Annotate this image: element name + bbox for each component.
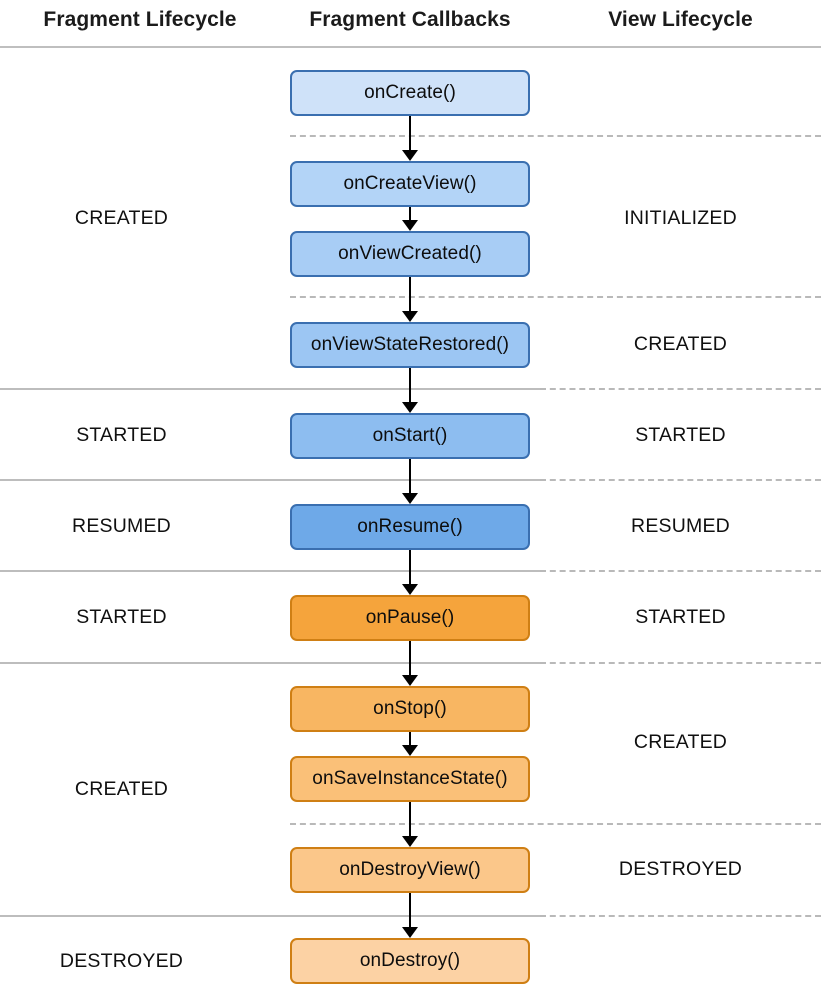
view-state-label: STARTED: [635, 606, 726, 628]
arrow-down-icon: [402, 675, 418, 686]
connector-line: [409, 459, 411, 493]
callback-box-create[interactable]: onViewCreated(): [290, 231, 530, 277]
row-divider-dashed: [540, 662, 821, 664]
connector-line: [409, 277, 411, 311]
row-divider-solid: [0, 915, 540, 917]
view-state-label: CREATED: [633, 333, 728, 355]
row-divider-dashed: [540, 570, 821, 572]
row-divider-solid: [0, 570, 540, 572]
arrow-down-icon: [402, 402, 418, 413]
arrow-down-icon: [402, 493, 418, 504]
fragment-state-label: DESTROYED: [59, 950, 184, 972]
row-divider-dashed: [540, 388, 821, 390]
connector-line: [409, 550, 411, 584]
callback-box-start[interactable]: onStart(): [290, 413, 530, 459]
column-header-fragment-lifecycle: Fragment Lifecycle: [43, 8, 237, 31]
callback-box-create[interactable]: onViewStateRestored(): [290, 322, 530, 368]
row-divider-solid: [0, 388, 540, 390]
arrow-down-icon: [402, 927, 418, 938]
row-divider-dashed: [540, 915, 821, 917]
row-divider-dashed: [540, 479, 821, 481]
fragment-state-label: RESUMED: [72, 515, 171, 537]
column-header-view-lifecycle: View Lifecycle: [608, 8, 753, 31]
row-divider-dashed: [290, 823, 821, 825]
connector-line: [409, 802, 411, 836]
callback-box-create[interactable]: onCreateView(): [290, 161, 530, 207]
fragment-state-label: STARTED: [76, 424, 167, 446]
fragment-state-label: CREATED: [74, 778, 169, 800]
arrow-down-icon: [402, 836, 418, 847]
fragment-state-label: STARTED: [76, 606, 167, 628]
callback-box-resume[interactable]: onResume(): [290, 504, 530, 550]
row-divider-solid: [0, 662, 540, 664]
callback-box-pause[interactable]: onPause(): [290, 595, 530, 641]
arrow-down-icon: [402, 150, 418, 161]
view-state-label: INITIALIZED: [624, 207, 737, 229]
connector-line: [409, 732, 411, 745]
connector-line: [409, 116, 411, 150]
view-state-label: DESTROYED: [618, 858, 743, 880]
connector-line: [409, 207, 411, 220]
column-header-fragment-callbacks: Fragment Callbacks: [309, 8, 511, 31]
row-divider-dashed: [290, 296, 821, 298]
arrow-down-icon: [402, 311, 418, 322]
callback-box-save[interactable]: onSaveInstanceState(): [290, 756, 530, 802]
connector-line: [409, 368, 411, 402]
callback-box-destroy-view[interactable]: onDestroyView(): [290, 847, 530, 893]
callback-box-destroy[interactable]: onDestroy(): [290, 938, 530, 984]
callback-box-stop[interactable]: onStop(): [290, 686, 530, 732]
arrow-down-icon: [402, 584, 418, 595]
arrow-down-icon: [402, 745, 418, 756]
fragment-state-label: CREATED: [74, 207, 169, 229]
connector-line: [409, 893, 411, 927]
row-divider-dashed: [290, 135, 821, 137]
view-state-label: STARTED: [635, 424, 726, 446]
connector-line: [409, 641, 411, 675]
callback-box-create[interactable]: onCreate(): [290, 70, 530, 116]
row-divider-solid: [0, 479, 540, 481]
view-state-label: CREATED: [633, 731, 728, 753]
header-divider: [0, 46, 821, 48]
arrow-down-icon: [402, 220, 418, 231]
view-state-label: RESUMED: [631, 515, 730, 537]
